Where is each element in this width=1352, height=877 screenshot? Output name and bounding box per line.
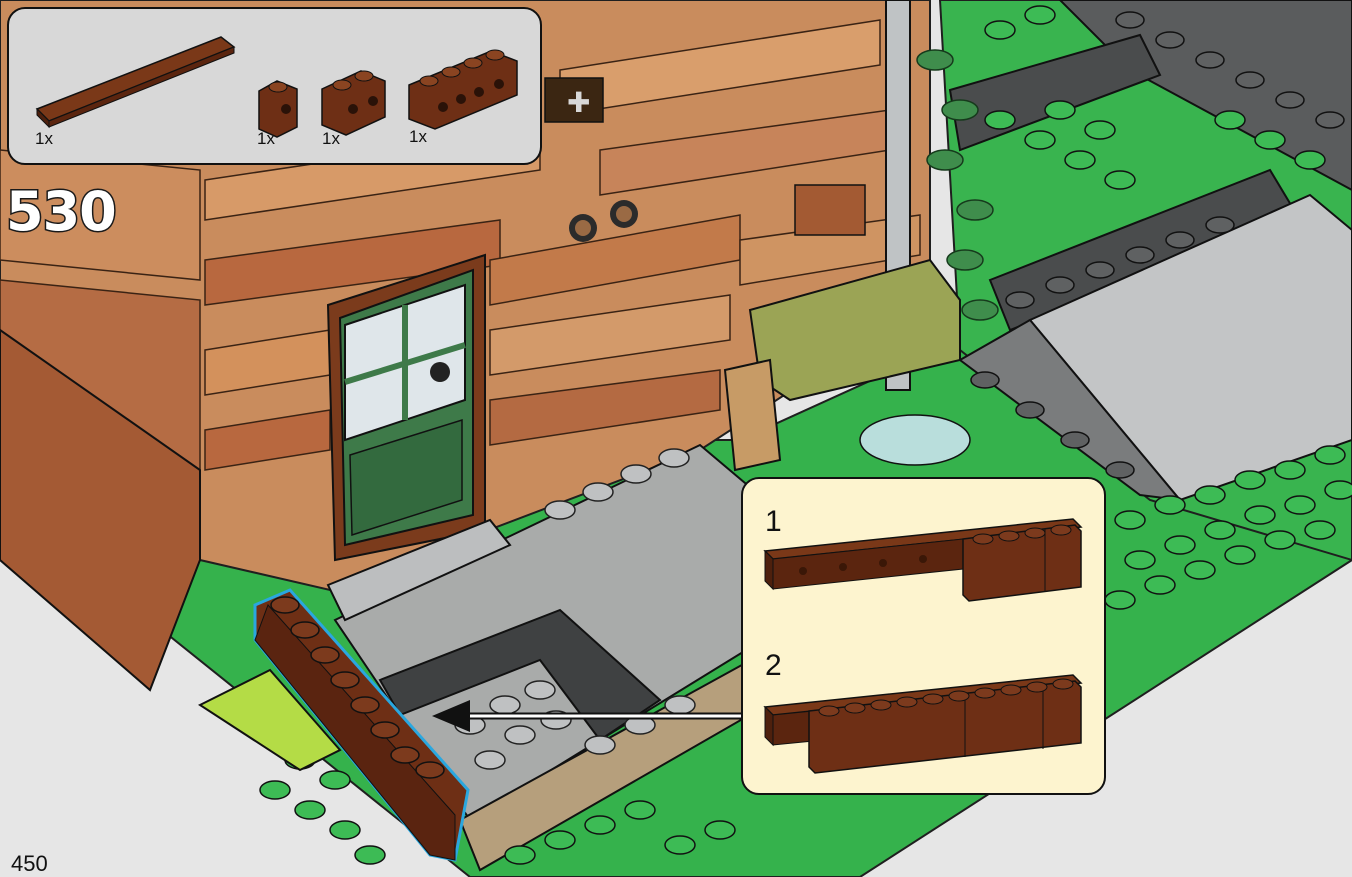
part-qty-tile-1x8: 1x — [35, 129, 53, 149]
subassembly-callout: 1 2 — [741, 477, 1106, 795]
part-qty-brick-1x4: 1x — [409, 127, 427, 147]
window-plus: ✚ — [567, 86, 590, 119]
parts-icons — [9, 9, 544, 167]
substep-2-assembly — [765, 675, 1081, 773]
water-puddle — [860, 415, 970, 465]
subassembly-illustration — [743, 479, 1108, 797]
part-qty-brick-1x1: 1x — [257, 129, 275, 149]
page-number: 450 — [11, 851, 48, 877]
door — [328, 255, 485, 560]
parts-list-panel: 1x 1x 1x 1x — [7, 7, 542, 165]
tan-post — [725, 360, 780, 470]
step-number: 530 — [6, 180, 116, 243]
mailbox — [795, 185, 865, 235]
substep-1-assembly — [765, 519, 1081, 601]
brick-1x4-icon — [409, 50, 517, 129]
part-qty-brick-1x2: 1x — [322, 129, 340, 149]
brick-1x2-icon — [322, 71, 385, 135]
tile-1x8-icon — [37, 37, 234, 127]
